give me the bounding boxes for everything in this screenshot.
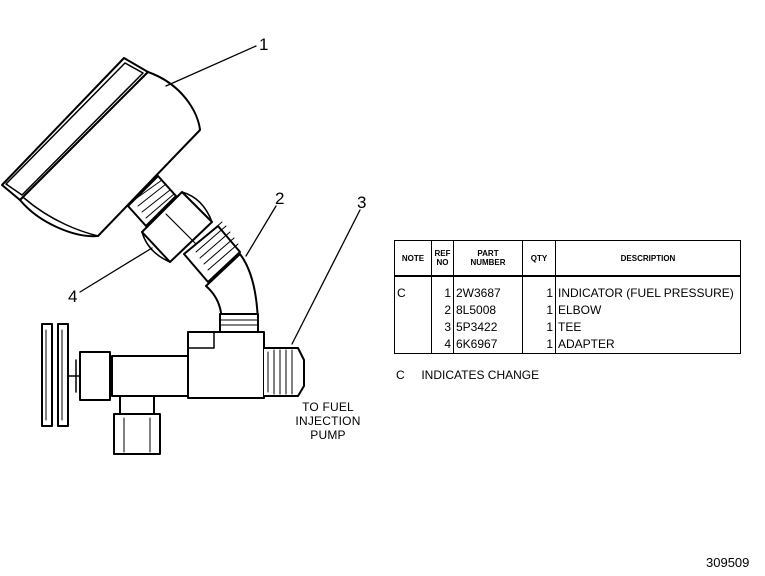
- pump-label-line-1: TO FUEL: [302, 400, 354, 414]
- header-note: NOTE: [394, 240, 432, 277]
- row-part-number: 6K6967: [453, 336, 523, 354]
- header-part-line-2: NUMBER: [470, 258, 506, 267]
- row-qty: 1: [522, 302, 556, 319]
- table-row: 4 6K6967 1 ADAPTER: [394, 336, 741, 354]
- table-row: 3 5P3422 1 TEE: [394, 319, 741, 336]
- change-legend: C INDICATES CHANGE: [396, 368, 539, 382]
- row-part-number: 5P3422: [453, 319, 523, 336]
- header-ref-no: REF NO: [431, 240, 454, 277]
- row-description: INDICATOR (FUEL PRESSURE): [555, 276, 741, 302]
- leader-line-4: [79, 247, 153, 293]
- fuel-pressure-indicator: [1, 57, 201, 238]
- callout-3: 3: [357, 193, 367, 212]
- row-note: [394, 302, 432, 319]
- header-description: DESCRIPTION: [555, 240, 741, 277]
- figure-number: 309509: [706, 555, 750, 570]
- leader-line-2: [245, 205, 277, 257]
- row-note: [394, 336, 432, 354]
- callout-4: 4: [68, 287, 78, 306]
- parts-table-header: NOTE REF NO PART NUMBER QTY DESCRIPTION: [394, 240, 741, 277]
- header-part-line-1: PART: [477, 249, 499, 258]
- row-ref-no: 2: [431, 302, 454, 319]
- row-part-number: 8L5008: [453, 302, 523, 319]
- callout-2: 2: [275, 189, 285, 208]
- table-row: 2 8L5008 1 ELBOW: [394, 302, 741, 319]
- row-description: ADAPTER: [555, 336, 741, 354]
- row-ref-no: 4: [431, 336, 454, 354]
- row-qty: 1: [522, 336, 556, 354]
- callout-1: 1: [259, 35, 269, 54]
- pump-destination-label: TO FUEL INJECTION PUMP: [290, 400, 366, 442]
- row-ref-no: 3: [431, 319, 454, 336]
- parts-list-table: NOTE REF NO PART NUMBER QTY DESCRIPTION …: [394, 240, 741, 354]
- row-ref-no: 1: [431, 276, 454, 302]
- pump-label-line-2: INJECTION: [295, 414, 361, 428]
- header-qty: QTY: [522, 240, 556, 277]
- row-qty: 1: [522, 319, 556, 336]
- header-ref-line-2: NO: [436, 258, 449, 267]
- pump-label-line-3: PUMP: [310, 428, 346, 442]
- row-note: C: [394, 276, 432, 302]
- row-description: ELBOW: [555, 302, 741, 319]
- tee: [75, 331, 305, 455]
- leader-line-3: [291, 209, 361, 345]
- row-qty: 1: [522, 276, 556, 302]
- mounting-bracket: [41, 323, 81, 427]
- header-ref-line-1: REF: [434, 249, 451, 258]
- adapter: [127, 175, 213, 263]
- change-text: INDICATES CHANGE: [421, 368, 540, 382]
- leader-line-1: [165, 45, 257, 87]
- row-note: [394, 319, 432, 336]
- table-row: C 1 2W3687 1 INDICATOR (FUEL PRESSURE): [394, 276, 741, 302]
- header-part-number: PART NUMBER: [453, 240, 523, 277]
- row-description: TEE: [555, 319, 741, 336]
- change-symbol: C: [396, 368, 405, 382]
- row-part-number: 2W3687: [453, 276, 523, 302]
